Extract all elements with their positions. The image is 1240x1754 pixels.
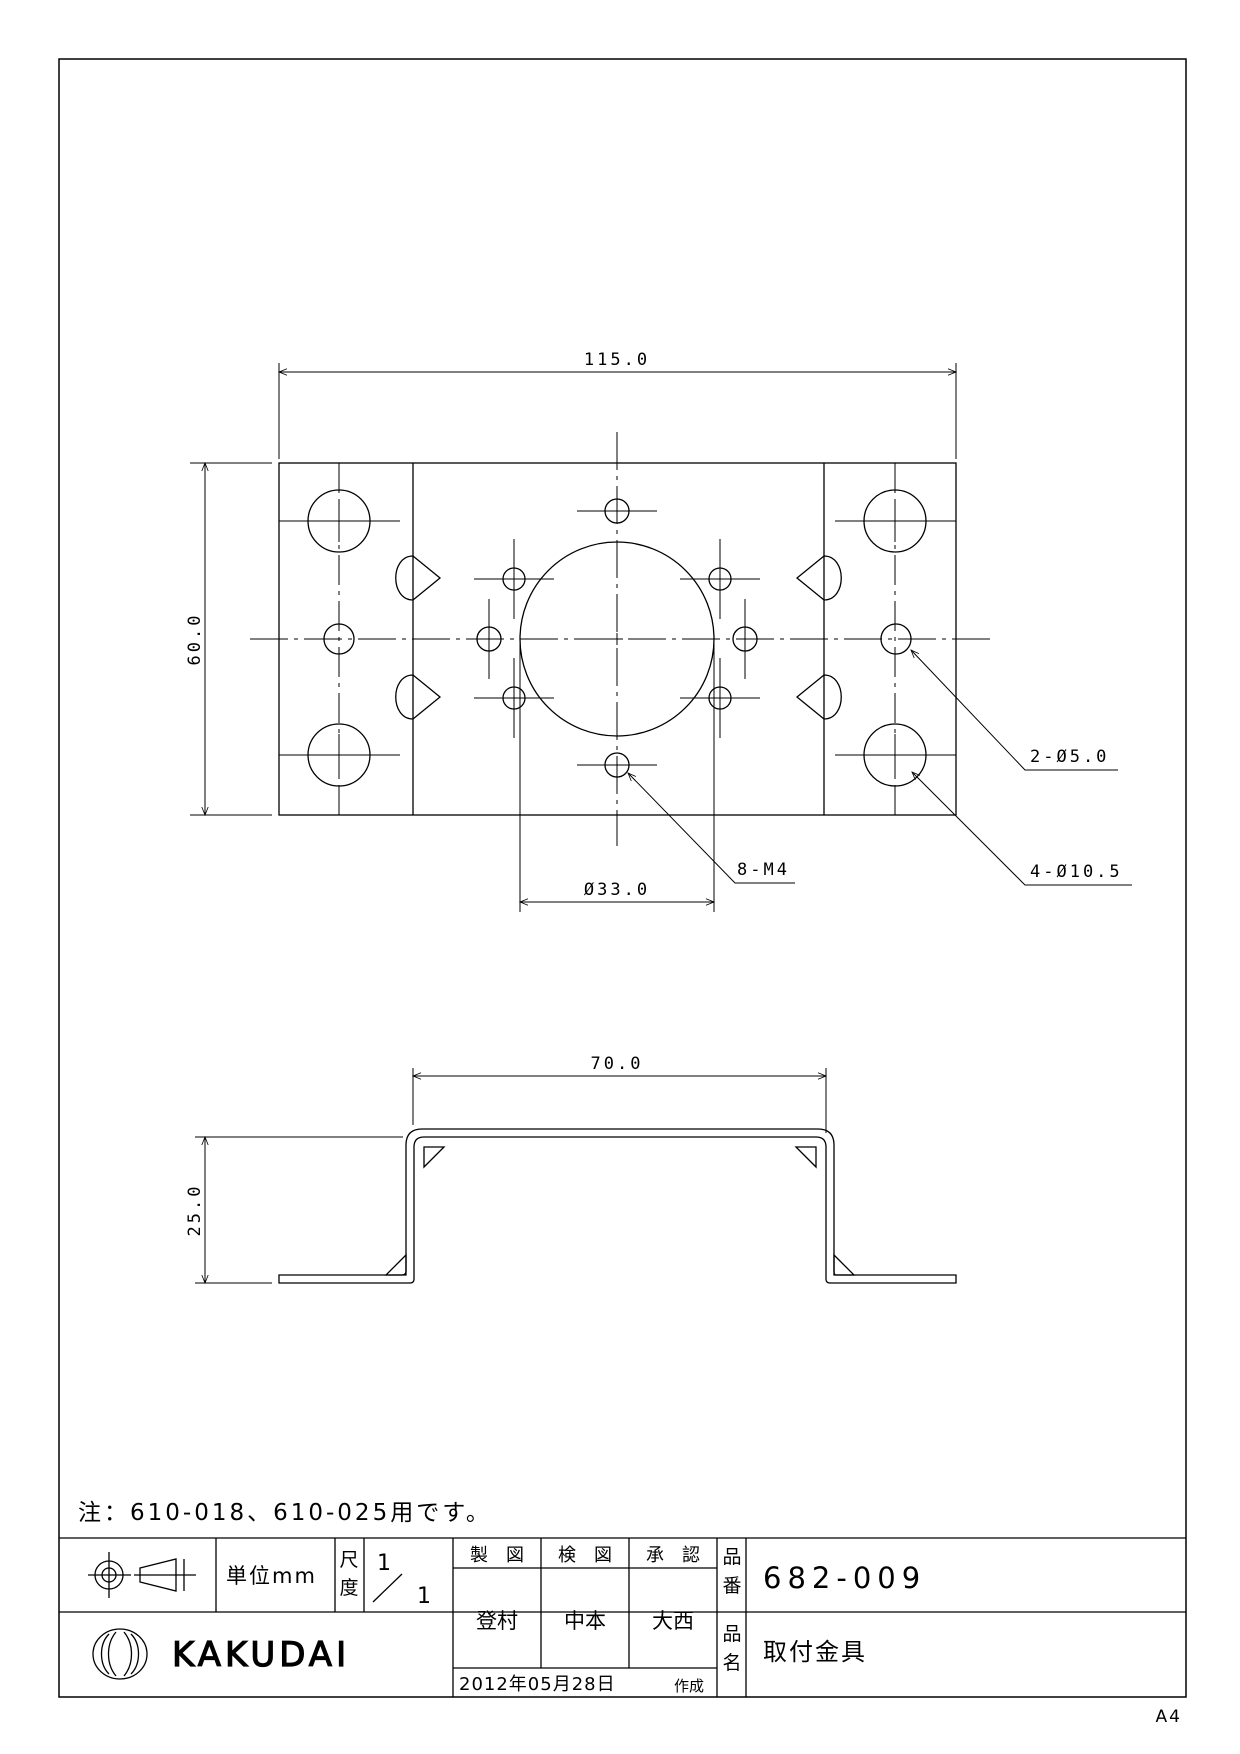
dim-center-bore: Ø33.0 — [584, 880, 650, 900]
drawn-by: 登村 — [476, 1609, 518, 1633]
third-angle-projection-icon — [88, 1552, 196, 1598]
rib-mark — [795, 674, 842, 720]
callout-small-holes: 2-Ø5.0 — [1030, 747, 1109, 767]
side-dimensions — [195, 1068, 828, 1285]
part-name-label-2: 名 — [722, 1652, 741, 1674]
rib-mark — [395, 674, 442, 720]
part-no-label-2: 番 — [722, 1575, 741, 1597]
header-approved: 承 認 — [646, 1545, 700, 1566]
rib-mark — [395, 555, 442, 601]
part-number: 682-009 — [763, 1561, 926, 1595]
scale-denominator: 1 — [417, 1584, 431, 1609]
approved-by: 大西 — [652, 1609, 694, 1633]
header-drawn: 製 図 — [470, 1545, 524, 1566]
sheet-size: A4 — [1156, 1707, 1182, 1727]
company-name: KAKUDAI — [172, 1635, 350, 1675]
gusset-top-left — [423, 1146, 446, 1169]
scale-numerator: 1 — [377, 1551, 391, 1576]
callout-mounting-holes: 4-Ø10.5 — [1030, 862, 1123, 882]
gusset-bottom-right — [833, 1253, 856, 1276]
drawing-note: 注：610-018、610-025用です。 — [78, 1500, 492, 1526]
part-name-label-1: 品 — [722, 1623, 741, 1645]
centerlines — [250, 432, 990, 846]
scale-label-bottom: 度 — [339, 1577, 358, 1599]
kakudai-logo — [92, 1628, 148, 1680]
checked-by: 中本 — [564, 1609, 606, 1633]
dim-height: 60.0 — [185, 613, 205, 666]
dim-flange-width: 70.0 — [591, 1054, 644, 1074]
scale-label-top: 尺 — [339, 1549, 358, 1571]
header-checked: 検 図 — [558, 1545, 612, 1566]
dim-overall-width: 115.0 — [584, 350, 650, 370]
date-suffix: 作成 — [674, 1677, 704, 1695]
part-no-label-1: 品 — [722, 1546, 741, 1568]
rib-mark — [795, 555, 842, 601]
gusset-bottom-left — [384, 1253, 407, 1276]
drawing-border — [58, 58, 1187, 1698]
side-view — [278, 1128, 957, 1284]
unit-label: 単位mm — [226, 1564, 317, 1588]
part-name: 取付金具 — [763, 1638, 867, 1666]
dim-side-height: 25.0 — [185, 1184, 205, 1237]
title-block — [59, 1537, 1186, 1697]
date-line: 2012年05月28日 — [459, 1674, 616, 1695]
gusset-top-right — [794, 1146, 817, 1169]
bracket-profile-outer — [278, 1128, 957, 1284]
plan-dimensions — [190, 363, 1132, 912]
callout-tapped-holes: 8-M4 — [737, 860, 790, 880]
